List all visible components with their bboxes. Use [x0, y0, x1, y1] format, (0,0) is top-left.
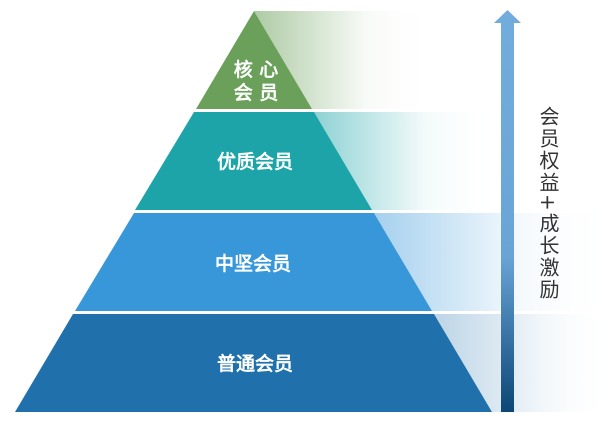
side-caption: 会员权益+成长激励 [536, 106, 560, 301]
tier-mid [75, 213, 432, 311]
tier-basic [15, 314, 492, 412]
tier-quality-label: 优质会员 [217, 150, 293, 173]
tier-mid-shade [374, 213, 614, 311]
tier-core [196, 11, 312, 109]
tier-quality [135, 112, 372, 210]
tier-core-label-line2: 会 员 [234, 81, 279, 104]
tier-basic-label: 普通会员 [217, 352, 293, 375]
tier-basic-shade [434, 314, 614, 412]
tier-quality-shade [314, 112, 500, 210]
tier-core-shade [254, 11, 440, 109]
tier-core-label-line1: 核 心 [234, 58, 279, 81]
upward-arrow-icon [494, 10, 521, 412]
tier-mid-label: 中坚会员 [215, 252, 291, 275]
